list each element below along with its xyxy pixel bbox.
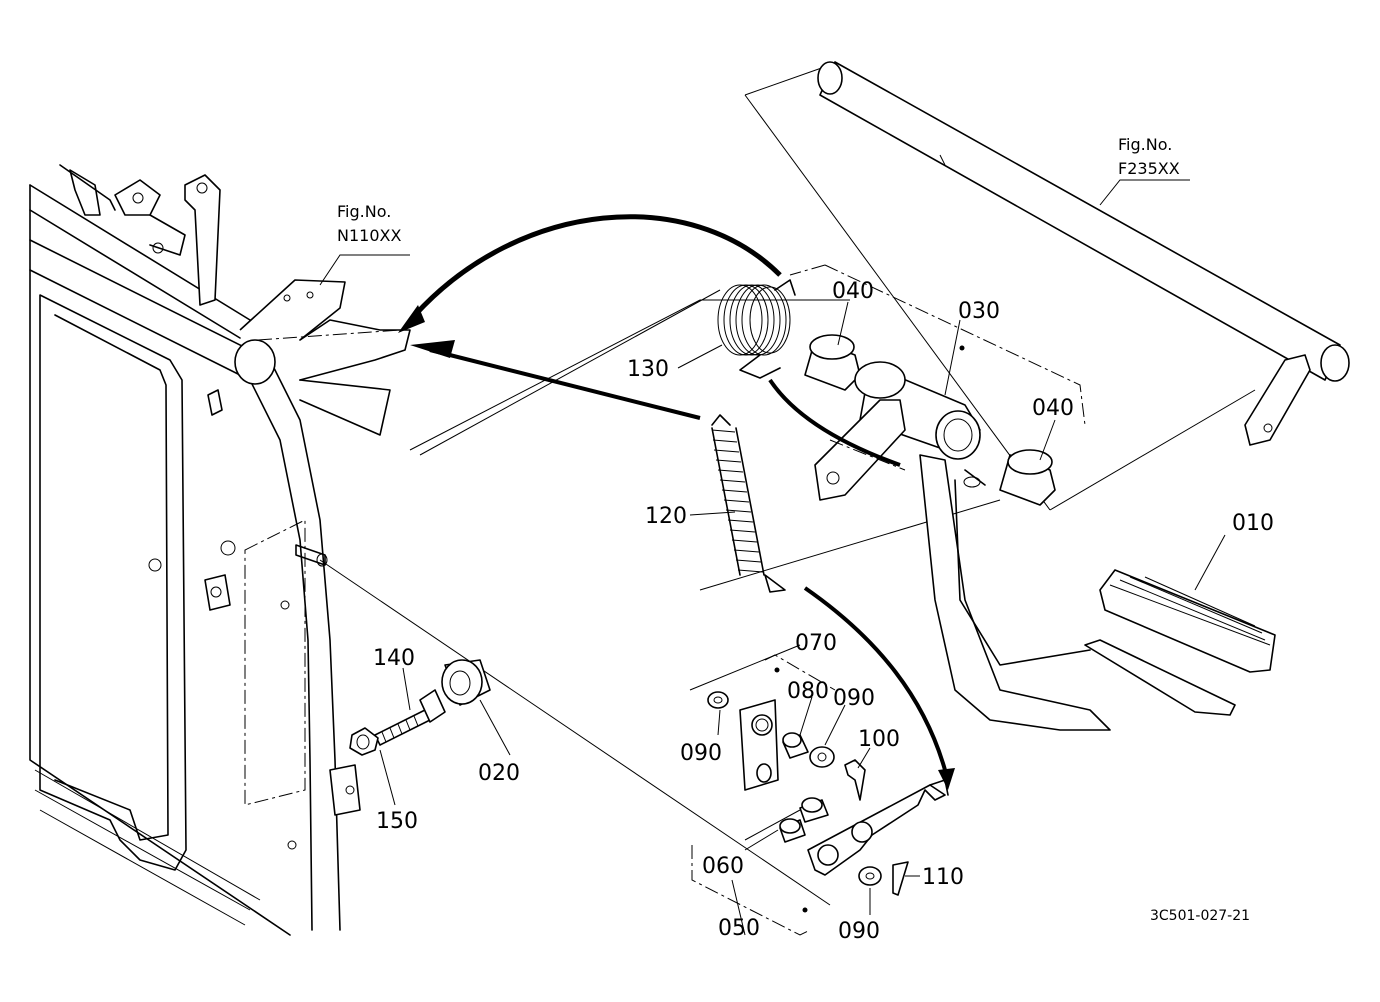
bolt-140 [374,689,446,746]
explode-lines [319,64,1256,906]
part-label-090-left: 090 [680,741,722,766]
collars-060 [779,797,829,843]
fig-ref-n110xx-line2: N110XX [337,226,401,245]
assembly-box-070 [764,654,836,691]
part-label-020: 020 [478,761,520,786]
pin-080 [782,732,809,759]
part-label-030: 030 [958,299,1000,324]
fig-ref-f235xx-line2: F235XX [1118,159,1180,178]
part-label-010: 010 [1232,511,1274,536]
cross-shaft [817,61,1350,446]
part-label-150: 150 [376,809,418,834]
part-label-120: 120 [645,504,687,529]
fig-ref-n110xx: Fig.No. N110XX [337,202,401,245]
cotter-pin-110 [892,861,909,896]
part-label-040-top: 040 [832,279,874,304]
tension-spring-120 [711,414,786,593]
part-label-060: 060 [702,854,744,879]
part-label-100: 100 [858,727,900,752]
clip-100 [844,759,866,801]
part-label-070: 070 [795,631,837,656]
stopper-020 [441,659,491,706]
part-label-090-mid: 090 [833,686,875,711]
bushing-040-right [999,449,1056,506]
drawing-code: 3C501-027-21 [1150,908,1250,924]
link-plate-050 [807,779,949,876]
nut-150 [349,727,379,756]
link-bracket-070 [739,699,779,791]
washer-090-a [707,691,729,709]
frame-structure [29,164,411,936]
torsion-spring-130 [717,279,796,379]
part-label-090-bottom: 090 [838,919,880,944]
pedal-pad-010 [1084,569,1276,716]
assembly-box-030 [789,264,1086,426]
part-label-140: 140 [373,646,415,671]
bushing-040-left [804,334,861,391]
fig-ref-n110xx-line1: Fig.No. [337,202,391,221]
part-label-130: 130 [627,357,669,382]
assembly-arrows [398,214,955,790]
fig-ref-f235xx-line1: Fig.No. [1118,135,1172,154]
washer-090-b [809,746,835,768]
part-label-080: 080 [787,679,829,704]
leader-lines [319,179,1226,936]
assembly-box-050 [691,845,811,936]
part-label-050: 050 [718,916,760,941]
fig-ref-f235xx: Fig.No. F235XX [1118,135,1180,178]
part-label-110: 110 [922,865,964,890]
washer-090-c [858,866,882,886]
part-label-040-right: 040 [1032,396,1074,421]
